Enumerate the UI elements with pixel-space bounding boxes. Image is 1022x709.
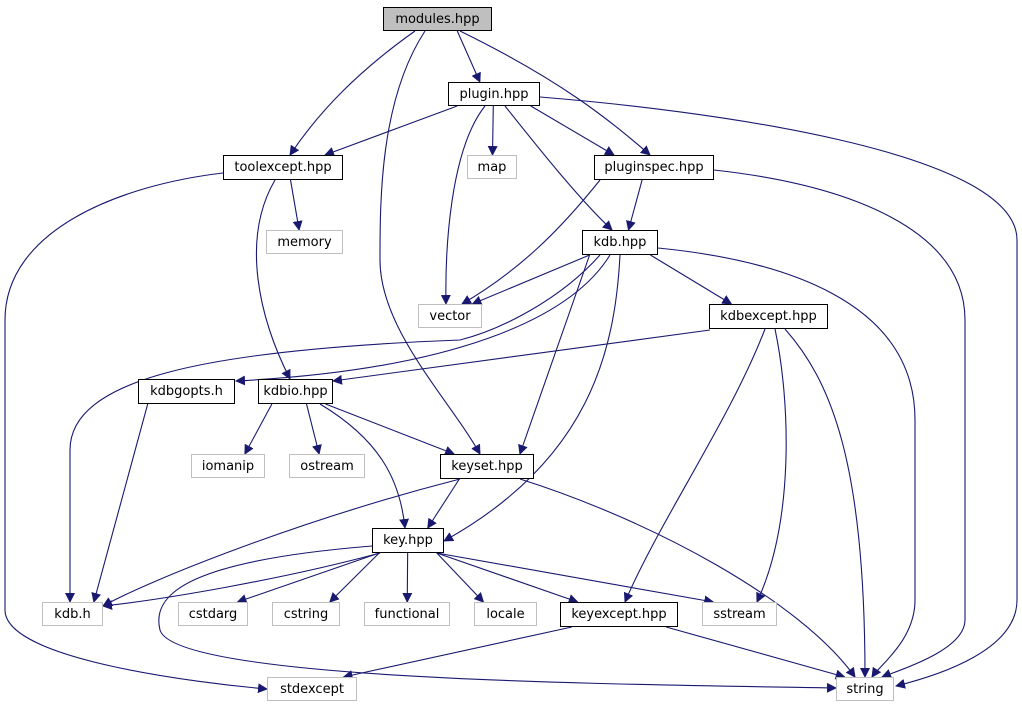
- edge-toolexcept-to-memory: [289, 179, 303, 231]
- node-cstdarg: cstdarg: [178, 602, 248, 626]
- edge-key-to-cstdarg: [236, 552, 380, 604]
- node-ostream: ostream: [289, 454, 365, 478]
- edge-kdbio-to-key: [319, 403, 410, 529]
- edge-keyset-to-kdbh: [102, 478, 461, 607]
- edge-keyexcept-to-stdexcept: [342, 626, 572, 680]
- edge-toolexcept-to-kdbio: [255, 179, 291, 380]
- edge-plugin-to-vector: [440, 105, 486, 305]
- edge-keyset-to-string: [519, 478, 856, 678]
- edge-kdbio-to-ostream: [305, 403, 322, 455]
- node-functional: functional: [364, 602, 450, 626]
- edge-kdbexcept-to-sstream: [756, 328, 787, 603]
- edge-kdbexcept-to-keyexcept: [623, 328, 766, 603]
- edge-kdbio-to-iomanip: [244, 403, 273, 455]
- edge-toolexcept-to-stdexcept: [4, 172, 268, 694]
- edge-plugin-to-string: [539, 96, 1018, 689]
- node-modules: modules.hpp: [383, 7, 492, 31]
- edge-key-to-string: [158, 545, 837, 693]
- node-cstring: cstring: [272, 602, 340, 626]
- node-kdbhpp[interactable]: kdb.hpp: [582, 230, 658, 255]
- edge-keyset-to-key: [427, 478, 460, 529]
- edge-plugin-to-pluginspec: [530, 105, 615, 156]
- edge-kdbhpp-to-string: [657, 247, 916, 678]
- node-kdbio[interactable]: kdbio.hpp: [258, 379, 333, 404]
- edge-kdbhpp-to-vector: [471, 254, 590, 306]
- node-vector: vector: [418, 304, 482, 328]
- edge-key-to-keyexcept: [436, 552, 579, 604]
- node-map: map: [467, 155, 517, 179]
- edge-plugin-to-map: [487, 105, 498, 156]
- edge-modules-to-plugin: [456, 30, 481, 83]
- node-toolexcept[interactable]: toolexcept.hpp: [223, 155, 343, 180]
- edge-kdbexcept-to-string: [784, 328, 870, 678]
- edge-kdbhpp-to-kdbh: [65, 254, 601, 603]
- node-key[interactable]: key.hpp: [372, 528, 444, 553]
- edge-kdbhpp-to-kdbgopts: [235, 254, 611, 386]
- edge-kdbio-to-keyset: [325, 403, 456, 456]
- edge-key-to-kdbh: [102, 552, 381, 611]
- node-plugin[interactable]: plugin.hpp: [448, 82, 540, 106]
- node-iomanip: iomanip: [191, 454, 265, 478]
- edge-kdbgopts-to-kdbh: [91, 403, 149, 603]
- node-keyset[interactable]: keyset.hpp: [440, 454, 534, 479]
- edge-key-to-cstring: [329, 552, 380, 603]
- edge-plugin-to-toolexcept: [324, 105, 458, 157]
- node-stdexcept: stdexcept: [267, 677, 357, 701]
- node-locale: locale: [474, 602, 537, 626]
- edge-modules-to-keyset: [379, 30, 481, 455]
- node-kdbgopts[interactable]: kdbgopts.h: [138, 379, 235, 404]
- node-keyexcept[interactable]: keyexcept.hpp: [560, 602, 678, 627]
- edge-kdbhpp-to-key: [443, 254, 621, 542]
- node-kdbh: kdb.h: [42, 602, 103, 626]
- edge-keyexcept-to-string: [666, 626, 846, 680]
- edge-kdbhpp-to-kdbexcept: [650, 254, 733, 305]
- edge-modules-to-toolexcept: [289, 30, 416, 156]
- edge-pluginspec-to-vector: [461, 179, 601, 305]
- edge-key-to-locale: [436, 552, 485, 603]
- node-sstream: sstream: [702, 602, 777, 626]
- edge-key-to-sstream: [436, 552, 715, 606]
- edge-modules-to-pluginspec: [459, 30, 651, 156]
- node-string: string: [836, 677, 894, 701]
- node-memory: memory: [266, 230, 343, 254]
- node-kdbexcept[interactable]: kdbexcept.hpp: [709, 304, 828, 329]
- edge-kdbhpp-to-keyset: [518, 254, 591, 455]
- edge-kdbexcept-to-kdbio: [332, 329, 711, 385]
- edge-pluginspec-to-kdbhpp: [626, 179, 643, 231]
- node-pluginspec[interactable]: pluginspec.hpp: [594, 155, 714, 180]
- edge-plugin-to-kdbhpp: [504, 105, 613, 231]
- edge-pluginspec-to-string: [713, 169, 966, 679]
